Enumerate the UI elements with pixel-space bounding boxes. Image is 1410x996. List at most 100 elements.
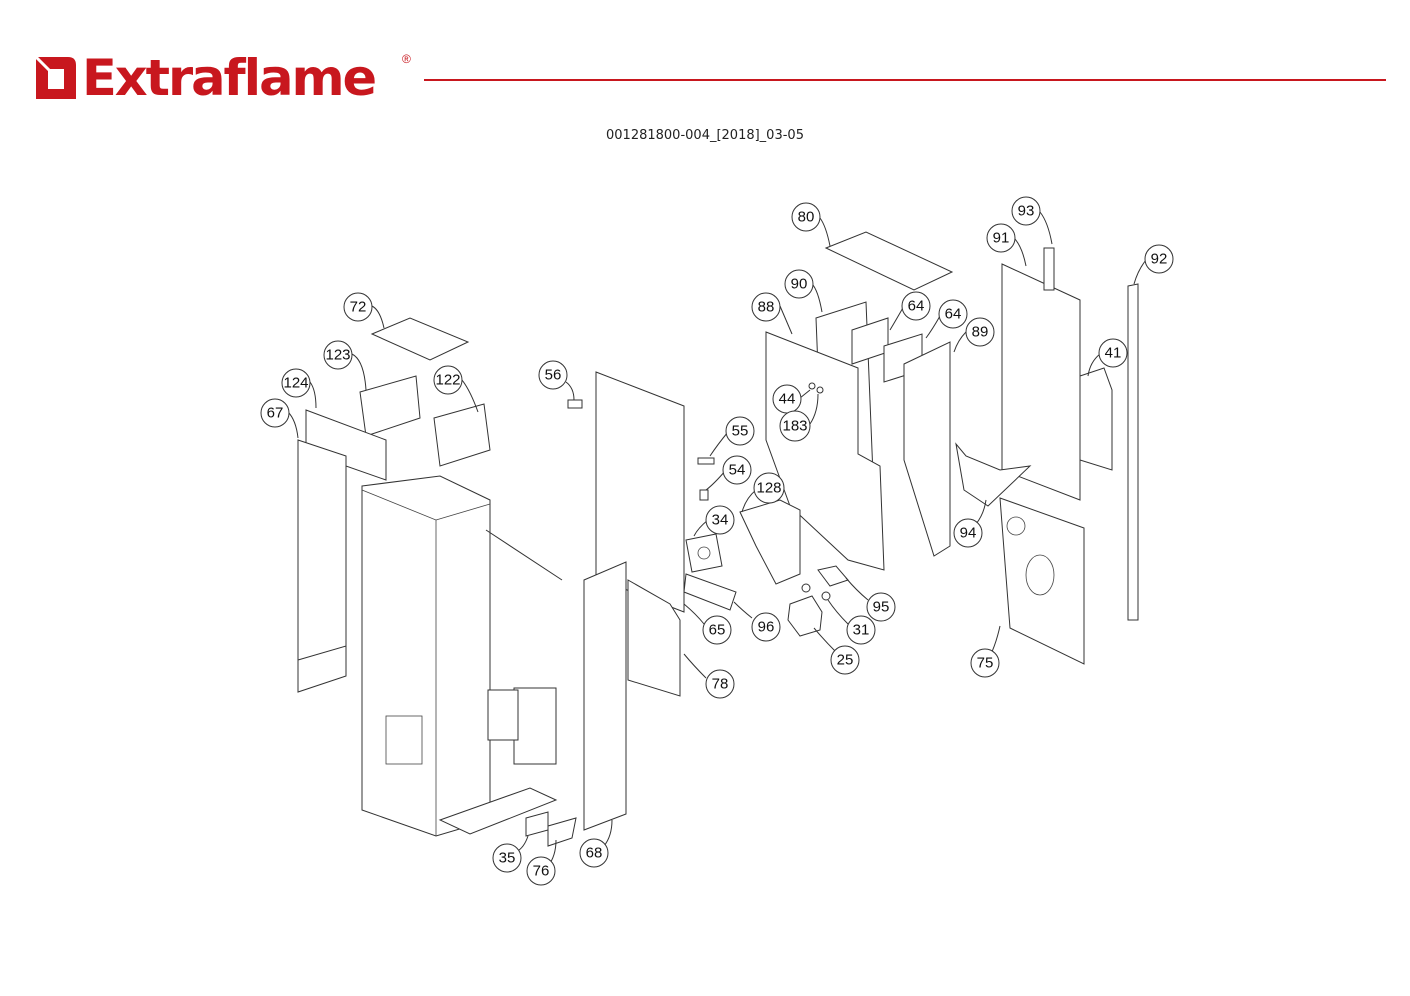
part-44-screw bbox=[808, 382, 816, 390]
callout-54[interactable]: 54 bbox=[722, 455, 752, 485]
svg-text:64: 64 bbox=[945, 306, 962, 323]
main-body-frame bbox=[361, 475, 491, 837]
callout-72[interactable]: 72 bbox=[343, 292, 373, 322]
part-31-bushing-b bbox=[801, 583, 811, 593]
part-94-deflector bbox=[955, 442, 1032, 507]
callout-128[interactable]: 128 bbox=[753, 472, 785, 504]
part-92-strip bbox=[1127, 283, 1139, 621]
document-code: 001281800-004_[2018]_03-05 bbox=[606, 128, 804, 143]
svg-text:128: 128 bbox=[756, 480, 781, 497]
svg-text:35: 35 bbox=[499, 850, 516, 867]
part-56-clip bbox=[567, 399, 583, 409]
base-tray bbox=[438, 787, 558, 835]
callout-64b[interactable]: 64 bbox=[938, 299, 968, 329]
part-124-front-panel bbox=[305, 409, 387, 481]
callout-34[interactable]: 34 bbox=[705, 505, 735, 535]
part-80-top-frame bbox=[824, 231, 954, 291]
svg-text:123: 123 bbox=[325, 347, 350, 364]
extraflame-logo-icon bbox=[34, 55, 76, 99]
callout-31[interactable]: 31 bbox=[846, 615, 876, 645]
svg-text:54: 54 bbox=[729, 462, 746, 479]
callout-67[interactable]: 67 bbox=[260, 398, 290, 428]
callouts-layer: 72 123 124 122 67 56 80 90 88 64 64 89 9… bbox=[260, 196, 1174, 886]
svg-text:76: 76 bbox=[533, 863, 550, 880]
part-75-round bbox=[1006, 516, 1026, 536]
svg-text:80: 80 bbox=[798, 209, 815, 226]
svg-text:25: 25 bbox=[837, 652, 854, 669]
part-65-tall-panel bbox=[595, 371, 685, 613]
svg-text:75: 75 bbox=[977, 655, 994, 672]
part-68-long-panel bbox=[583, 561, 627, 831]
svg-text:96: 96 bbox=[758, 619, 775, 636]
svg-text:44: 44 bbox=[779, 391, 796, 408]
part-75-door-panel bbox=[999, 497, 1085, 665]
part-183-screw bbox=[816, 386, 824, 394]
callout-122[interactable]: 122 bbox=[433, 365, 463, 395]
part-95-bracket bbox=[817, 565, 849, 587]
svg-text:64: 64 bbox=[908, 298, 925, 315]
registered-mark: ® bbox=[402, 52, 411, 66]
callout-44[interactable]: 44 bbox=[772, 384, 802, 414]
callout-76[interactable]: 76 bbox=[526, 856, 556, 886]
callout-65[interactable]: 65 bbox=[702, 615, 732, 645]
svg-text:55: 55 bbox=[732, 423, 749, 440]
callout-95[interactable]: 95 bbox=[866, 592, 896, 622]
part-76-cover bbox=[547, 817, 577, 847]
callout-78[interactable]: 78 bbox=[705, 669, 735, 699]
part-34-hole bbox=[697, 546, 711, 560]
callout-96[interactable]: 96 bbox=[751, 612, 781, 642]
brand-name: Extraflame bbox=[82, 49, 377, 107]
callout-124[interactable]: 124 bbox=[281, 368, 311, 398]
svg-text:91: 91 bbox=[993, 230, 1010, 247]
svg-text:93: 93 bbox=[1018, 203, 1035, 220]
svg-text:122: 122 bbox=[435, 372, 460, 389]
part-78-shaped-panel bbox=[627, 579, 681, 697]
callout-183[interactable]: 183 bbox=[779, 410, 811, 442]
callout-92[interactable]: 92 bbox=[1144, 244, 1174, 274]
svg-text:183: 183 bbox=[782, 418, 807, 435]
main-body-edge-2 bbox=[435, 503, 491, 521]
part-128-duct bbox=[739, 499, 801, 585]
callout-90[interactable]: 90 bbox=[784, 269, 814, 299]
svg-text:34: 34 bbox=[712, 512, 729, 529]
connector-rod bbox=[485, 529, 563, 581]
part-25-gear-motor bbox=[787, 595, 823, 637]
svg-text:65: 65 bbox=[709, 622, 726, 639]
callout-56[interactable]: 56 bbox=[538, 360, 568, 390]
part-35-gasket-frame bbox=[525, 811, 549, 837]
callout-75[interactable]: 75 bbox=[970, 648, 1000, 678]
svg-text:92: 92 bbox=[1151, 251, 1168, 268]
svg-text:41: 41 bbox=[1105, 345, 1122, 362]
part-89-panel bbox=[903, 341, 951, 557]
part-31-bushing bbox=[821, 591, 831, 601]
callout-41[interactable]: 41 bbox=[1098, 338, 1128, 368]
part-72-top-cover bbox=[370, 317, 470, 361]
part-67-lower bbox=[297, 645, 347, 693]
svg-text:124: 124 bbox=[283, 375, 308, 392]
callout-64a[interactable]: 64 bbox=[901, 291, 931, 321]
callout-88[interactable]: 88 bbox=[751, 292, 781, 322]
header-rule bbox=[424, 79, 1386, 81]
callout-91[interactable]: 91 bbox=[986, 223, 1016, 253]
svg-text:31: 31 bbox=[853, 622, 870, 639]
svg-text:72: 72 bbox=[350, 299, 367, 316]
leader-lines bbox=[287, 211, 1147, 867]
svg-text:94: 94 bbox=[960, 525, 977, 542]
callout-80[interactable]: 80 bbox=[791, 202, 821, 232]
callout-68[interactable]: 68 bbox=[579, 838, 609, 868]
callout-94[interactable]: 94 bbox=[953, 518, 983, 548]
part-123-bracket bbox=[359, 375, 421, 437]
svg-text:95: 95 bbox=[873, 599, 890, 616]
main-body-window bbox=[385, 715, 423, 765]
callout-35[interactable]: 35 bbox=[492, 843, 522, 873]
callout-123[interactable]: 123 bbox=[323, 340, 353, 370]
svg-text:56: 56 bbox=[545, 367, 562, 384]
callout-25[interactable]: 25 bbox=[830, 645, 860, 675]
part-55-hinge bbox=[697, 457, 715, 465]
callout-93[interactable]: 93 bbox=[1011, 196, 1041, 226]
part-54-bracket bbox=[699, 489, 709, 501]
part-122-box bbox=[433, 403, 491, 467]
callout-89[interactable]: 89 bbox=[965, 317, 995, 347]
callout-55[interactable]: 55 bbox=[725, 416, 755, 446]
